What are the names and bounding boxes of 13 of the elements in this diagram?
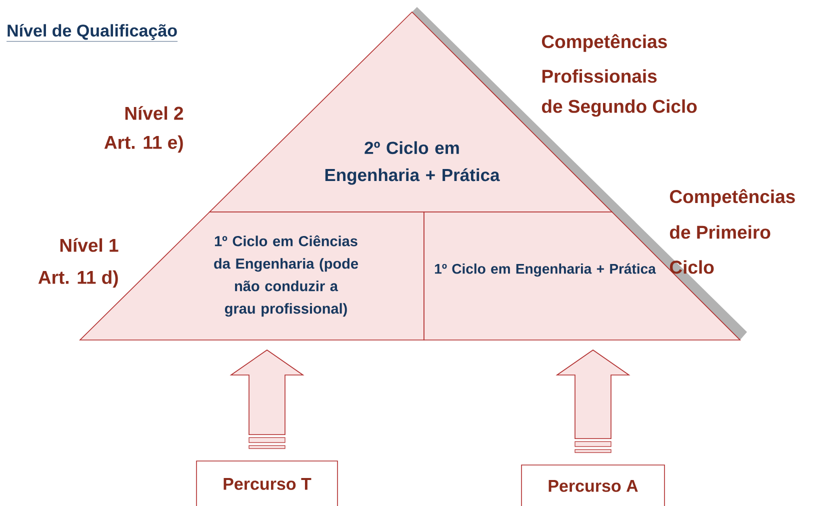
side-label: de Segundo Ciclo — [542, 99, 697, 117]
side-label: de Primeiro — [670, 225, 770, 239]
block-arrow — [556, 350, 630, 453]
side-label: Ciclo — [670, 260, 714, 274]
path-box: Percurso T — [196, 460, 338, 506]
block-arrow — [230, 350, 304, 449]
side-label: Art. 11 e) — [104, 135, 183, 153]
path-box: Percurso A — [521, 464, 665, 506]
side-label: Nível 2 — [125, 106, 184, 120]
side-label: Competências — [542, 34, 667, 52]
side-label: Profissionais — [542, 69, 657, 83]
side-label: Competências — [670, 189, 795, 207]
heading: Nível de Qualificação — [6, 24, 178, 42]
